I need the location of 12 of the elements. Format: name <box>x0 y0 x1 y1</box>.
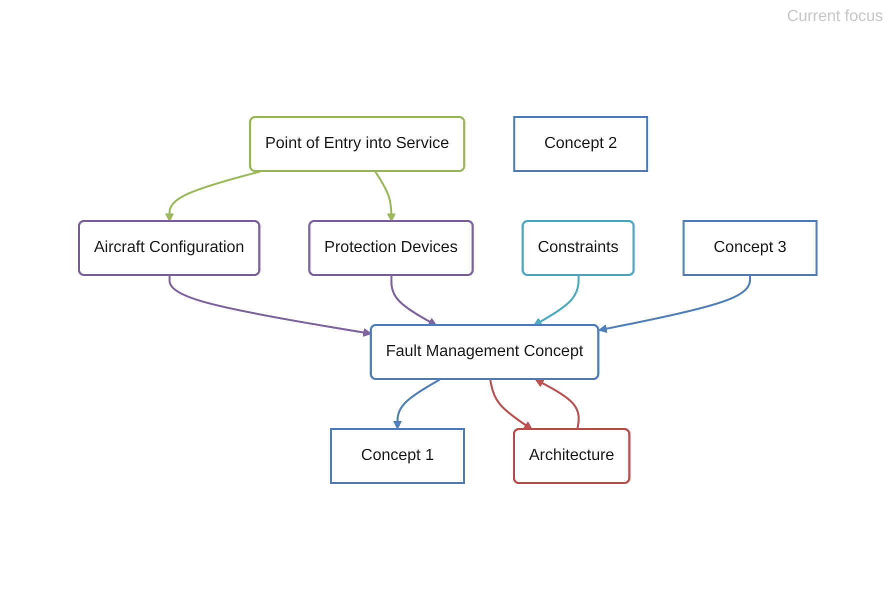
arrow <box>390 274 437 326</box>
arrow <box>534 378 580 430</box>
node-box: Concept 2 <box>512 116 648 172</box>
arrow <box>489 378 532 430</box>
arrow <box>598 274 751 332</box>
arrow <box>164 170 260 222</box>
arrow <box>374 170 396 222</box>
node-box: Concept 1 <box>330 428 465 484</box>
node-box: Concept 3 <box>682 220 818 276</box>
arrow <box>168 274 372 336</box>
arrow <box>532 274 580 326</box>
arrow <box>392 378 440 429</box>
